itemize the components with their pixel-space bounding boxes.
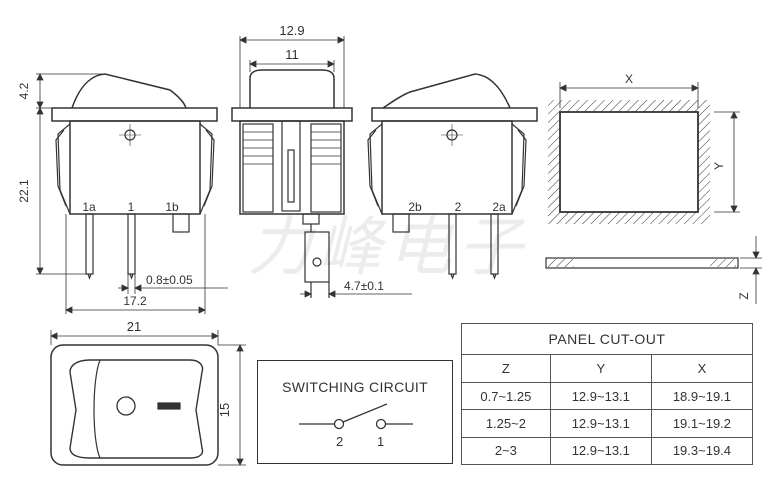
dim-top-width: 21 [127, 319, 141, 334]
table-title: PANEL CUT-OUT [461, 322, 753, 356]
dim-top-height: 15 [217, 403, 232, 417]
switching-circuit-box: SWITCHING CIRCUIT 2 1 [257, 360, 453, 464]
column-header-y: Y [549, 354, 652, 383]
table-header-row: Z Y X [461, 354, 754, 383]
panel-cutout-view: X Y Z [545, 72, 762, 304]
pin-label-2a: 2a [492, 200, 506, 214]
table-cell: 12.9~13.1 [549, 381, 652, 411]
terminal-label-1: 1 [377, 434, 384, 449]
pin-label-1b: 1b [165, 200, 179, 214]
table-row: 0.7~1.25 12.9~13.1 18.9~19.1 [461, 381, 754, 411]
side-view-right: 2b 2 2a [367, 73, 538, 280]
column-header-z: Z [461, 354, 551, 383]
dim-label-y: Y [712, 162, 726, 170]
table-cell: 2~3 [461, 436, 551, 466]
switch-symbol: 2 1 [298, 402, 413, 449]
dim-height-top: 4.2 [17, 82, 31, 99]
table-cell: 19.1~19.2 [650, 409, 754, 438]
table-cell: 0.7~1.25 [461, 381, 551, 411]
side-view-left: 1a 1 1b [51, 73, 218, 280]
pin-label-2: 2 [455, 200, 462, 214]
dim-outer-width: 12.9 [279, 23, 304, 38]
front-view-dimensions: 12.9 11 4.7±0.1 [239, 23, 412, 298]
dim-pin-span: 17.2 [123, 294, 147, 308]
terminal-label-2: 2 [336, 434, 343, 449]
table-cell: 12.9~13.1 [549, 409, 652, 438]
pin-label-2b: 2b [408, 200, 422, 214]
table-row: 1.25~2 12.9~13.1 19.1~19.2 [461, 409, 754, 438]
dim-label-z: Z [737, 292, 751, 299]
pin-label-1a: 1a [82, 200, 96, 214]
column-header-x: X [650, 354, 754, 383]
table-cell: 19.3~19.4 [650, 436, 754, 466]
table-cell: 1.25~2 [461, 409, 551, 438]
pin-label-1: 1 [128, 200, 135, 214]
top-view-dimensions: 21 15 [50, 319, 246, 466]
panel-cutout-table: PANEL CUT-OUT Z Y X 0.7~1.25 12.9~13.1 1… [461, 322, 754, 466]
side-view-left-dimensions: 4.2 22.1 0.8±0.05 17.2 [17, 73, 228, 314]
top-view [50, 344, 219, 466]
table-row: 2~3 12.9~13.1 19.3~19.4 [461, 436, 754, 466]
table-cell: 12.9~13.1 [549, 436, 652, 466]
switching-circuit-title: SWITCHING CIRCUIT [282, 379, 428, 395]
dim-inner-width: 11 [285, 47, 299, 62]
dim-height-body: 22.1 [17, 179, 31, 203]
front-view [231, 69, 353, 298]
dim-label-x: X [625, 72, 633, 86]
dim-pin-width: 0.8±0.05 [146, 273, 193, 287]
panel-cutout-table-wrap: PANEL CUT-OUT Z Y X 0.7~1.25 12.9~13.1 1… [461, 322, 754, 466]
dim-pin-tab: 4.7±0.1 [344, 279, 384, 293]
table-cell: 18.9~19.1 [650, 381, 754, 411]
